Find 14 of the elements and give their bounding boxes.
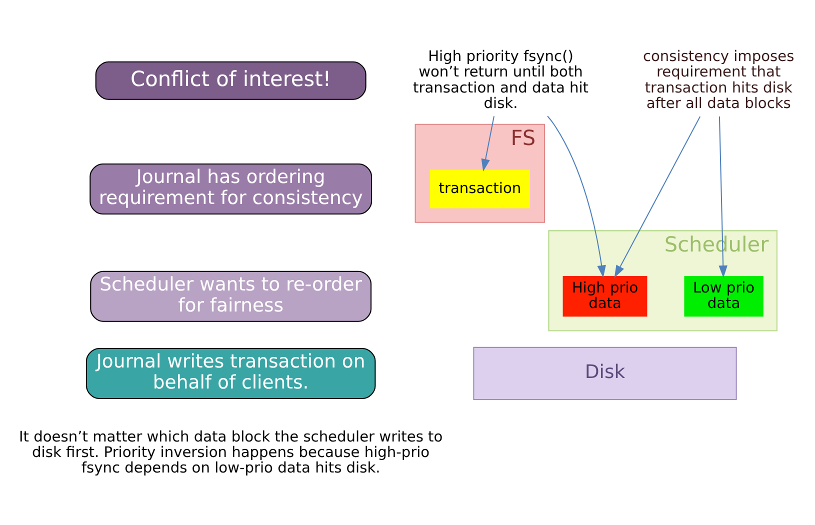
node-box: Journal writes transaction on behalf of clients. [86, 347, 376, 399]
node-box: Journal has ordering requirement for consistency [90, 162, 372, 214]
arrow [547, 115, 606, 278]
node-text: consistency imposes requirement that transaction hits disk after all data blocks [643, 48, 794, 112]
arrow [718, 116, 728, 278]
node-text: High priority fsync() won’t return until both transaction and data hit disk. [413, 48, 589, 112]
node-box: transaction [430, 169, 530, 208]
node-box: Scheduler wants to re-order for fairness [90, 270, 372, 322]
label: It doesn’t matter which data block the scheduler writes to disk first. Priority inversion happens because high-prio fsync depends on low-prio data hits disk. [18, 428, 443, 476]
node-box: Low prio data [684, 276, 764, 316]
arrow [614, 116, 701, 278]
node-box: High prio data [562, 276, 648, 316]
node-box: Disk [473, 346, 737, 400]
node-box: Conflict of interest! [95, 60, 366, 100]
